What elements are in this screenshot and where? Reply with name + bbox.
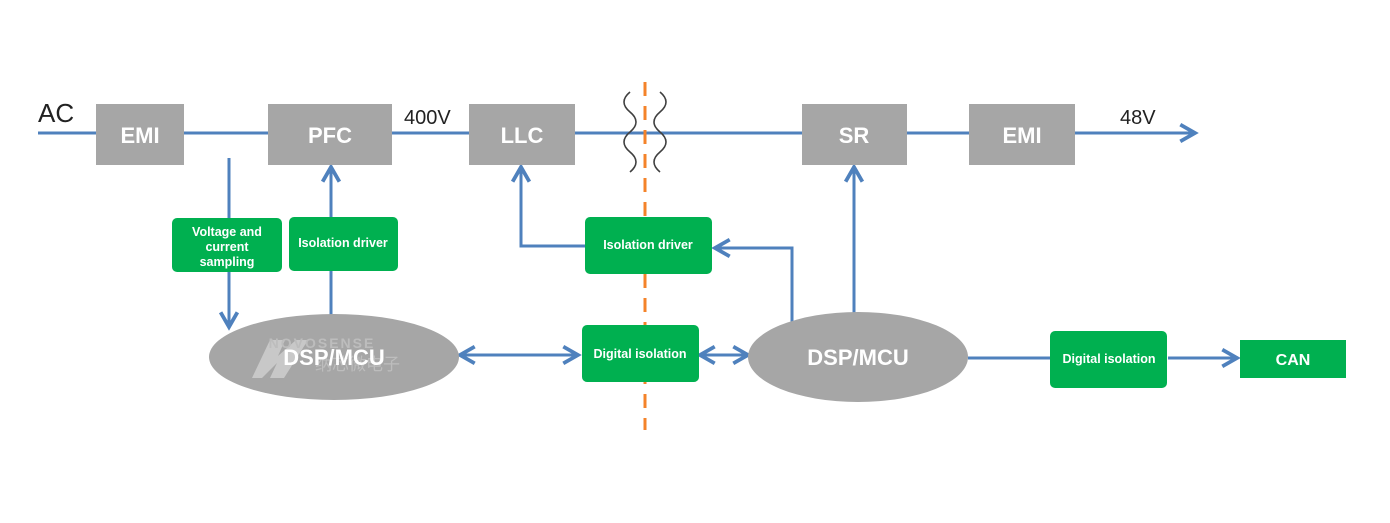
transformer-coil-primary [623, 91, 637, 173]
svg-text:纳芯微电子: 纳芯微电子 [315, 355, 400, 374]
voltage-current-sampling-block: Voltage and current sampling [172, 218, 282, 272]
ac-label: AC [38, 98, 74, 128]
emi-input-block: EMI [96, 104, 184, 165]
emi-output-block: EMI [969, 104, 1075, 165]
svg-text:PFC: PFC [308, 123, 352, 148]
48v-label: 48V [1120, 107, 1156, 129]
svg-text:CAN: CAN [1276, 352, 1311, 369]
svg-text:sampling: sampling [200, 255, 255, 269]
can-block: CAN [1240, 340, 1346, 378]
llc-drive-arrow [510, 163, 585, 248]
dsp-mcu-left: NOVOSENSE 纳芯微电子 DSP/MCU [209, 314, 459, 400]
400v-label: 400V [404, 107, 451, 129]
pfc-isolation-driver-block: Isolation driver [289, 217, 398, 271]
digital-isolation-mid-block: Digital isolation [582, 325, 699, 382]
svg-text:DSP/MCU: DSP/MCU [283, 345, 384, 370]
svg-text:EMI: EMI [120, 123, 159, 148]
sr-block: SR [802, 104, 907, 165]
svg-text:Digital isolation: Digital isolation [1062, 352, 1155, 366]
transformer-coil-secondary [653, 91, 667, 173]
svg-text:Isolation driver: Isolation driver [298, 236, 388, 250]
novosense-logo-icon [252, 340, 308, 378]
svg-text:DSP/MCU: DSP/MCU [807, 345, 908, 370]
right-dsp-to-llc-driver-arrow [711, 237, 794, 325]
dsp-mcu-right: DSP/MCU [748, 312, 968, 402]
pfc-block: PFC [268, 104, 392, 165]
svg-text:Voltage and: Voltage and [192, 225, 262, 239]
svg-text:NOVOSENSE: NOVOSENSE [269, 335, 376, 351]
svg-text:EMI: EMI [1002, 123, 1041, 148]
llc-block: LLC [469, 104, 575, 165]
svg-text:LLC: LLC [501, 123, 544, 148]
digital-isolation-right-block: Digital isolation [1050, 331, 1167, 388]
llc-isolation-driver-block: Isolation driver [585, 217, 712, 274]
svg-text:SR: SR [839, 123, 870, 148]
svg-text:Digital isolation: Digital isolation [593, 347, 686, 361]
svg-text:Isolation driver: Isolation driver [603, 238, 693, 252]
svg-text:current: current [205, 240, 249, 254]
